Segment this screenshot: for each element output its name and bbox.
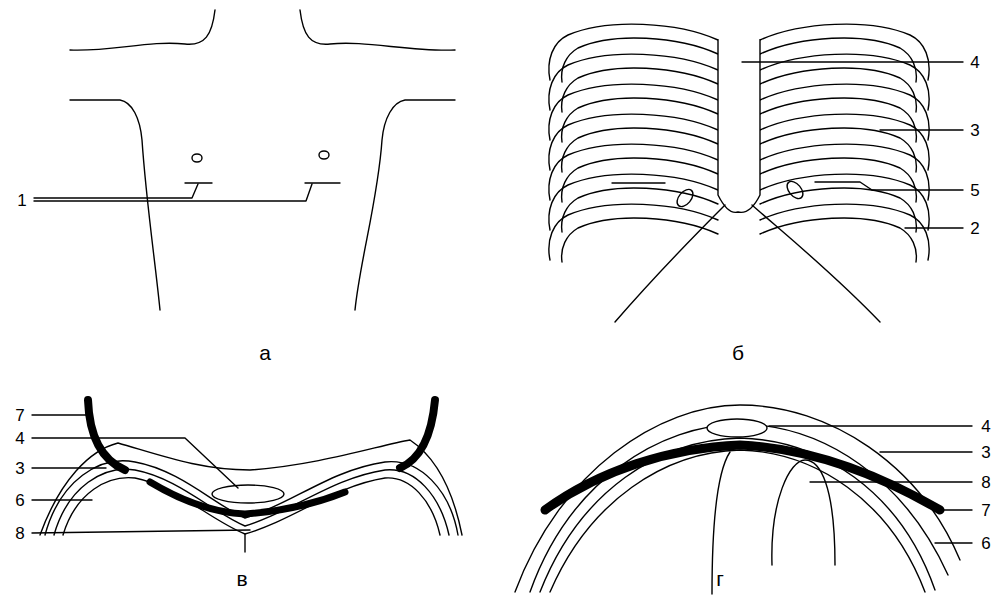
callout-number: 8: [981, 474, 990, 491]
body-contour: [355, 100, 455, 310]
rib-cage: [549, 24, 963, 322]
chest-wall: [540, 438, 935, 592]
leader-line: [935, 542, 972, 543]
callout-number: 3: [981, 444, 990, 461]
mediastinum-line: [244, 534, 245, 552]
callout-number: 7: [981, 502, 990, 519]
chest-wall: [54, 469, 449, 535]
nipple: [784, 178, 806, 201]
sternum: [718, 40, 760, 212]
leader-line: [32, 467, 106, 468]
callout-number: 6: [981, 535, 990, 552]
sternum-section: [707, 419, 767, 437]
callout-number: 5: [970, 182, 979, 199]
incision-mark: [612, 182, 665, 183]
leader-line: [34, 184, 312, 201]
panel-letter: г: [716, 568, 724, 589]
nipple: [674, 186, 696, 209]
implant-band: [150, 482, 345, 514]
callout-number: 8: [15, 525, 24, 542]
shoulder-line: [300, 10, 455, 50]
callout-number: 7: [15, 407, 24, 424]
leader-line: [880, 451, 972, 452]
costal-margin: [752, 205, 880, 322]
heart-contour: [772, 460, 835, 565]
leader-line: [810, 481, 972, 482]
nipple: [319, 151, 329, 159]
incision-mark: [185, 182, 212, 183]
nipple: [192, 154, 202, 162]
callout-number: 4: [15, 430, 24, 447]
cross-section: [32, 400, 462, 552]
callout-number: 3: [970, 122, 979, 139]
dome-section: [515, 405, 972, 594]
callout-number: 2: [970, 220, 979, 237]
body-contour: [70, 100, 160, 310]
panel-letter: а: [259, 342, 271, 363]
leader-line: [769, 425, 972, 426]
callout-number: 4: [981, 418, 990, 435]
leader-line: [32, 438, 238, 488]
callout-number: 4: [970, 54, 979, 71]
skin-contour: [530, 424, 948, 592]
leader-line: [905, 227, 963, 228]
leader-line: [32, 414, 90, 415]
shoulder-line: [70, 10, 215, 50]
leader-line: [32, 530, 250, 533]
incision-mark: [305, 182, 340, 183]
implant-band: [545, 445, 940, 510]
leader-line: [815, 182, 963, 190]
mediastinum-line: [712, 452, 730, 594]
implant-band: [400, 400, 435, 468]
leader-line: [34, 184, 198, 198]
leader-line: [742, 61, 963, 62]
panel-letter: б: [732, 342, 744, 363]
sternum-section: [212, 485, 284, 503]
panel-letter: в: [236, 568, 247, 589]
implant-band: [88, 400, 125, 470]
torso-outline: [34, 10, 455, 310]
callout-number: 1: [17, 192, 26, 209]
chest-wall: [45, 461, 458, 535]
leader-line: [880, 129, 963, 130]
callout-number: 6: [15, 492, 24, 509]
pleura: [63, 478, 440, 535]
callout-number: 3: [15, 460, 24, 477]
costal-margin: [615, 205, 725, 322]
leader-line: [32, 499, 92, 500]
skin-contour: [515, 405, 960, 592]
leader-line: [938, 509, 972, 510]
